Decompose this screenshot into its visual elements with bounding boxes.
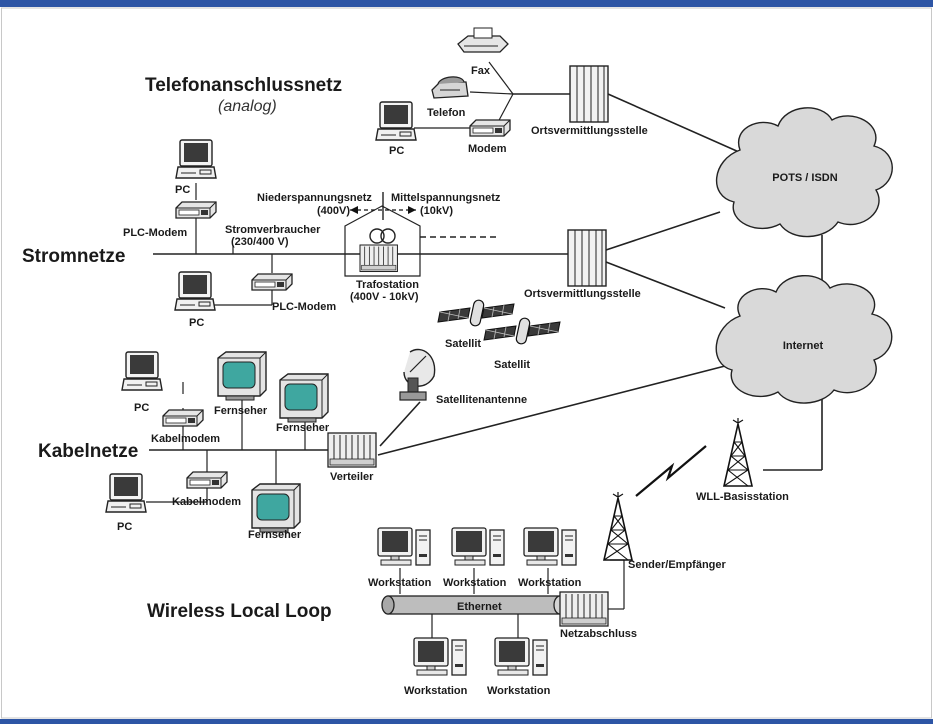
verteiler: Verteiler bbox=[327, 432, 377, 483]
workstation-bottom-2: Workstation bbox=[487, 637, 551, 697]
fernseher-label: Fernseher bbox=[276, 422, 330, 434]
diagram-border bbox=[1, 7, 932, 719]
fax-device: Fax bbox=[457, 27, 509, 77]
workstation-top-2: Workstation bbox=[443, 527, 507, 589]
workstation-label: Workstation bbox=[443, 577, 507, 589]
trafostation-volt-label: (400V - 10kV) bbox=[350, 291, 419, 303]
sender-empfaenger-label: Sender/Empfänger bbox=[628, 559, 727, 571]
niederspannungsnetz-volt-label: (400V) bbox=[317, 205, 350, 217]
fernseher-label: Fernseher bbox=[248, 529, 302, 541]
ethernet-label-group: Ethernet bbox=[454, 600, 502, 613]
workstation-top-3: Workstation bbox=[518, 527, 582, 589]
pc-kabel-bottom: PC bbox=[105, 473, 147, 533]
modem-telefon: Modem bbox=[468, 119, 511, 155]
plc-modem-top: PLC-Modem bbox=[123, 201, 217, 239]
pots-isdn-label: POTS / ISDN bbox=[772, 172, 837, 184]
kabelmodem-label: Kabelmodem bbox=[151, 433, 220, 445]
telefon-label: Telefon bbox=[427, 107, 466, 119]
ethernet-label: Ethernet bbox=[457, 601, 502, 613]
plc-modem-bottom: PLC-Modem bbox=[251, 273, 336, 313]
satellite-1: Satellit bbox=[437, 298, 515, 350]
ortsvermittlungsstelle-label: Ortsvermittlungsstelle bbox=[524, 288, 641, 300]
netzabschluss-label: Netzabschluss bbox=[560, 628, 637, 640]
workstation-top-1: Workstation bbox=[368, 527, 432, 589]
pc-telefon: PC bbox=[375, 101, 417, 157]
mittelspannungsnetz-volt-label: (10kV) bbox=[420, 205, 453, 217]
fax-label: Fax bbox=[471, 65, 491, 77]
section-title-telefon: Telefonanschlussnetz bbox=[145, 75, 342, 96]
satellite-2: Satellit bbox=[483, 316, 561, 371]
satellite-label: Satellit bbox=[445, 338, 481, 350]
kabelmodem-label: Kabelmodem bbox=[172, 496, 241, 508]
trafostation: Trafostation (400V - 10kV) bbox=[350, 228, 419, 303]
fernseher-label: Fernseher bbox=[214, 405, 268, 417]
pots-isdn-cloud: POTS / ISDN bbox=[716, 107, 893, 238]
wll-basisstation: WLL-Basisstation bbox=[696, 417, 789, 503]
workstation-label: Workstation bbox=[368, 577, 432, 589]
internet-label: Internet bbox=[783, 340, 824, 352]
kabelmodem-top: Kabelmodem bbox=[151, 409, 220, 445]
top-color-bar bbox=[0, 0, 933, 7]
voltage-arrows bbox=[350, 192, 416, 220]
section-title-kabel: Kabelnetze bbox=[38, 441, 138, 462]
section-title-wll: Wireless Local Loop bbox=[147, 601, 332, 622]
sender-empfaenger: Sender/Empfänger bbox=[603, 491, 727, 571]
satellitenantenne: Satellitenantenne bbox=[399, 348, 527, 406]
modem-label: Modem bbox=[468, 143, 507, 155]
satellite-label: Satellit bbox=[494, 359, 530, 371]
ortsvermittlungsstelle-2: Ortsvermittlungsstelle bbox=[524, 229, 641, 300]
stromverbraucher-volt-label: (230/400 V) bbox=[231, 236, 289, 248]
section-title-strom: Stromnetze bbox=[22, 246, 125, 267]
verteiler-label: Verteiler bbox=[330, 471, 374, 483]
workstation-label: Workstation bbox=[487, 685, 551, 697]
fernseher-3: Fernseher bbox=[248, 483, 302, 541]
pc-strom-bottom: PC bbox=[174, 271, 216, 329]
stromverbraucher-label: Stromverbraucher bbox=[225, 224, 321, 236]
trafostation-label: Trafostation bbox=[356, 279, 419, 291]
pc-kabel-top: PC bbox=[121, 351, 163, 414]
satellitenantenne-label: Satellitenantenne bbox=[436, 394, 527, 406]
pc-label: PC bbox=[189, 317, 204, 329]
bottom-color-bar bbox=[0, 719, 933, 724]
pc-label: PC bbox=[117, 521, 132, 533]
ortsvermittlungsstelle-1: Ortsvermittlungsstelle bbox=[531, 65, 648, 137]
section-subtitle-analog: (analog) bbox=[218, 98, 277, 115]
kabelmodem-bottom: Kabelmodem bbox=[172, 471, 241, 508]
plc-modem-label: PLC-Modem bbox=[123, 227, 187, 239]
workstation-label: Workstation bbox=[404, 685, 468, 697]
workstation-bottom-1: Workstation bbox=[404, 637, 468, 697]
ortsvermittlungsstelle-label: Ortsvermittlungsstelle bbox=[531, 125, 648, 137]
fernseher-2: Fernseher bbox=[276, 373, 330, 434]
netzabschluss: Netzabschluss bbox=[559, 591, 637, 640]
pc-label: PC bbox=[389, 145, 404, 157]
pc-strom-top: PC bbox=[175, 139, 217, 196]
mittelspannungsnetz-label: Mittelspannungsnetz bbox=[391, 192, 501, 204]
pc-label: PC bbox=[134, 402, 149, 414]
pc-label: PC bbox=[175, 184, 190, 196]
workstation-label: Workstation bbox=[518, 577, 582, 589]
connection-lines bbox=[146, 61, 823, 638]
niederspannungsnetz-label: Niederspannungsnetz bbox=[257, 192, 372, 204]
wll-basisstation-label: WLL-Basisstation bbox=[696, 491, 789, 503]
plc-modem-label: PLC-Modem bbox=[272, 301, 336, 313]
telefon-device: Telefon bbox=[427, 76, 469, 119]
fernseher-1: Fernseher bbox=[214, 351, 268, 417]
internet-cloud: Internet bbox=[715, 274, 893, 404]
